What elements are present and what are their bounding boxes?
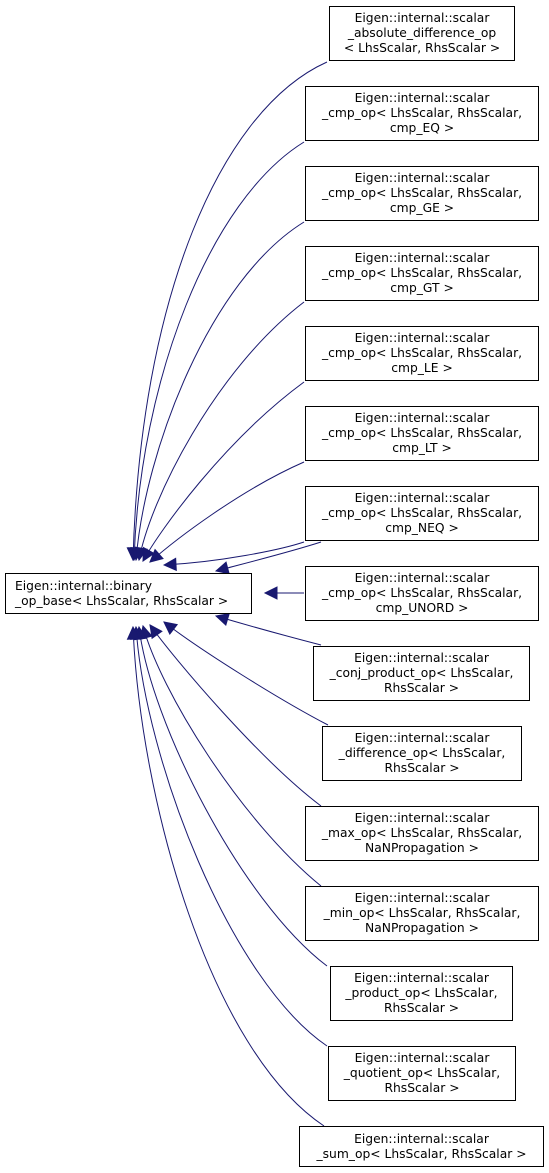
node-scalar-conj-product-op[interactable]: Eigen::internal::scalar _conj_product_op… [313,646,530,701]
node-line: _op_base< LhsScalar, RhsScalar > [15,593,229,608]
node-scalar-min-op[interactable]: Eigen::internal::scalar _min_op< LhsScal… [305,886,539,941]
node-line: _conj_product_op< LhsScalar, [329,666,514,680]
node-line: cmp_GT > [390,281,454,295]
node-line: _cmp_op< LhsScalar, RhsScalar, [321,346,523,360]
node-scalar-cmp-op-gt[interactable]: Eigen::internal::scalar _cmp_op< LhsScal… [305,246,539,301]
node-line: Eigen::internal::scalar [354,331,490,345]
node-line: _quotient_op< LhsScalar, [343,1066,501,1080]
node-line: Eigen::internal::scalar [354,251,490,265]
node-line: _max_op< LhsScalar, RhsScalar, [321,826,523,840]
node-line: _cmp_op< LhsScalar, RhsScalar, [321,266,523,280]
node-line: Eigen::internal::scalar [354,411,490,425]
inheritance-edge [138,626,328,967]
arrowhead [163,621,179,636]
inheritance-edge [149,461,305,563]
node-line: _cmp_op< LhsScalar, RhsScalar, [321,186,523,200]
node-line: _absolute_difference_op [347,26,497,40]
node-scalar-absolute-difference-op[interactable]: Eigen::internal::scalar _absolute_differ… [329,6,515,61]
inheritance-edge [135,221,305,561]
node-line: _sum_op< LhsScalar, RhsScalar > [316,1146,527,1161]
node-line: Eigen::internal::scalar [354,1051,490,1065]
node-line: _cmp_op< LhsScalar, RhsScalar, [321,426,523,440]
node-scalar-cmp-op-ge[interactable]: Eigen::internal::scalar _cmp_op< LhsScal… [305,166,539,221]
node-line: NaNPropagation > [365,921,479,935]
node-line: Eigen::internal::scalar [354,1131,489,1146]
node-line: cmp_LT > [392,441,452,455]
node-line: _cmp_op< LhsScalar, RhsScalar, [321,586,523,600]
node-line: _difference_op< LhsScalar, [338,746,506,760]
node-line: < LhsScalar, RhsScalar > [343,41,501,55]
node-line: _product_op< LhsScalar, [345,986,498,1000]
inheritance-edge [135,626,328,1047]
node-line: Eigen::internal::scalar [354,11,490,25]
inheritance-edge [163,541,305,566]
node-line: RhsScalar > [383,1001,460,1015]
node-line: Eigen::internal::scalar [354,811,490,825]
arrowhead [214,612,230,627]
inheritance-edge [138,301,305,561]
node-line: Eigen::internal::scalar [354,731,490,745]
node-line: _cmp_op< LhsScalar, RhsScalar, [321,506,523,520]
arrowhead [142,546,155,562]
arrowhead [263,586,278,600]
inheritance-edge [132,61,328,561]
node-line: cmp_GE > [389,201,455,215]
node-scalar-cmp-op-unord[interactable]: Eigen::internal::scalar _cmp_op< LhsScal… [305,566,539,621]
node-line: _cmp_op< LhsScalar, RhsScalar, [321,106,523,120]
node-line: Eigen::internal::scalar [354,571,490,585]
node-line: cmp_UNORD > [375,601,469,615]
node-line: RhsScalar > [383,681,460,695]
inheritance-edge [149,624,322,807]
arrowhead [162,557,177,572]
inheritance-edge [142,381,305,562]
node-scalar-product-op[interactable]: Eigen::internal::scalar _product_op< Lhs… [330,966,513,1021]
arrowhead [149,624,163,640]
node-scalar-quotient-op[interactable]: Eigen::internal::scalar _quotient_op< Lh… [328,1046,516,1101]
node-line: Eigen::internal::scalar [354,491,490,505]
node-scalar-cmp-op-le[interactable]: Eigen::internal::scalar _cmp_op< LhsScal… [305,326,539,381]
node-line: cmp_LE > [391,361,453,375]
node-binary-op-base[interactable]: Eigen::internal::binary _op_base< LhsSca… [5,573,252,614]
node-line: Eigen::internal::scalar [354,971,489,985]
node-scalar-cmp-op-neq[interactable]: Eigen::internal::scalar _cmp_op< LhsScal… [305,486,539,541]
arrowhead [214,561,230,575]
inheritance-edge [142,625,322,887]
node-line: RhsScalar > [384,761,460,775]
node-line: RhsScalar > [384,1081,460,1095]
node-line: NaNPropagation > [365,841,479,855]
node-line: _min_op< LhsScalar, RhsScalar, [323,906,521,920]
node-scalar-cmp-op-lt[interactable]: Eigen::internal::scalar _cmp_op< LhsScal… [305,406,539,461]
node-line: Eigen::internal::scalar [354,891,490,905]
node-line: Eigen::internal::binary [15,578,152,593]
arrowhead [126,625,141,640]
node-line: cmp_NEQ > [385,521,459,535]
node-scalar-difference-op[interactable]: Eigen::internal::scalar _difference_op< … [322,726,522,781]
node-line: Eigen::internal::scalar [354,91,490,105]
node-scalar-sum-op[interactable]: Eigen::internal::scalar _sum_op< LhsScal… [299,1126,544,1167]
inheritance-edge [133,141,305,561]
arrowhead [149,548,164,563]
inheritance-edge [132,626,325,1127]
node-line: Eigen::internal::scalar [354,651,489,665]
node-scalar-cmp-op-eq[interactable]: Eigen::internal::scalar _cmp_op< LhsScal… [305,86,539,141]
node-line: Eigen::internal::scalar [354,171,490,185]
node-line: cmp_EQ > [389,121,455,135]
inheritance-edge [163,621,329,726]
node-scalar-max-op[interactable]: Eigen::internal::scalar _max_op< LhsScal… [305,806,539,861]
